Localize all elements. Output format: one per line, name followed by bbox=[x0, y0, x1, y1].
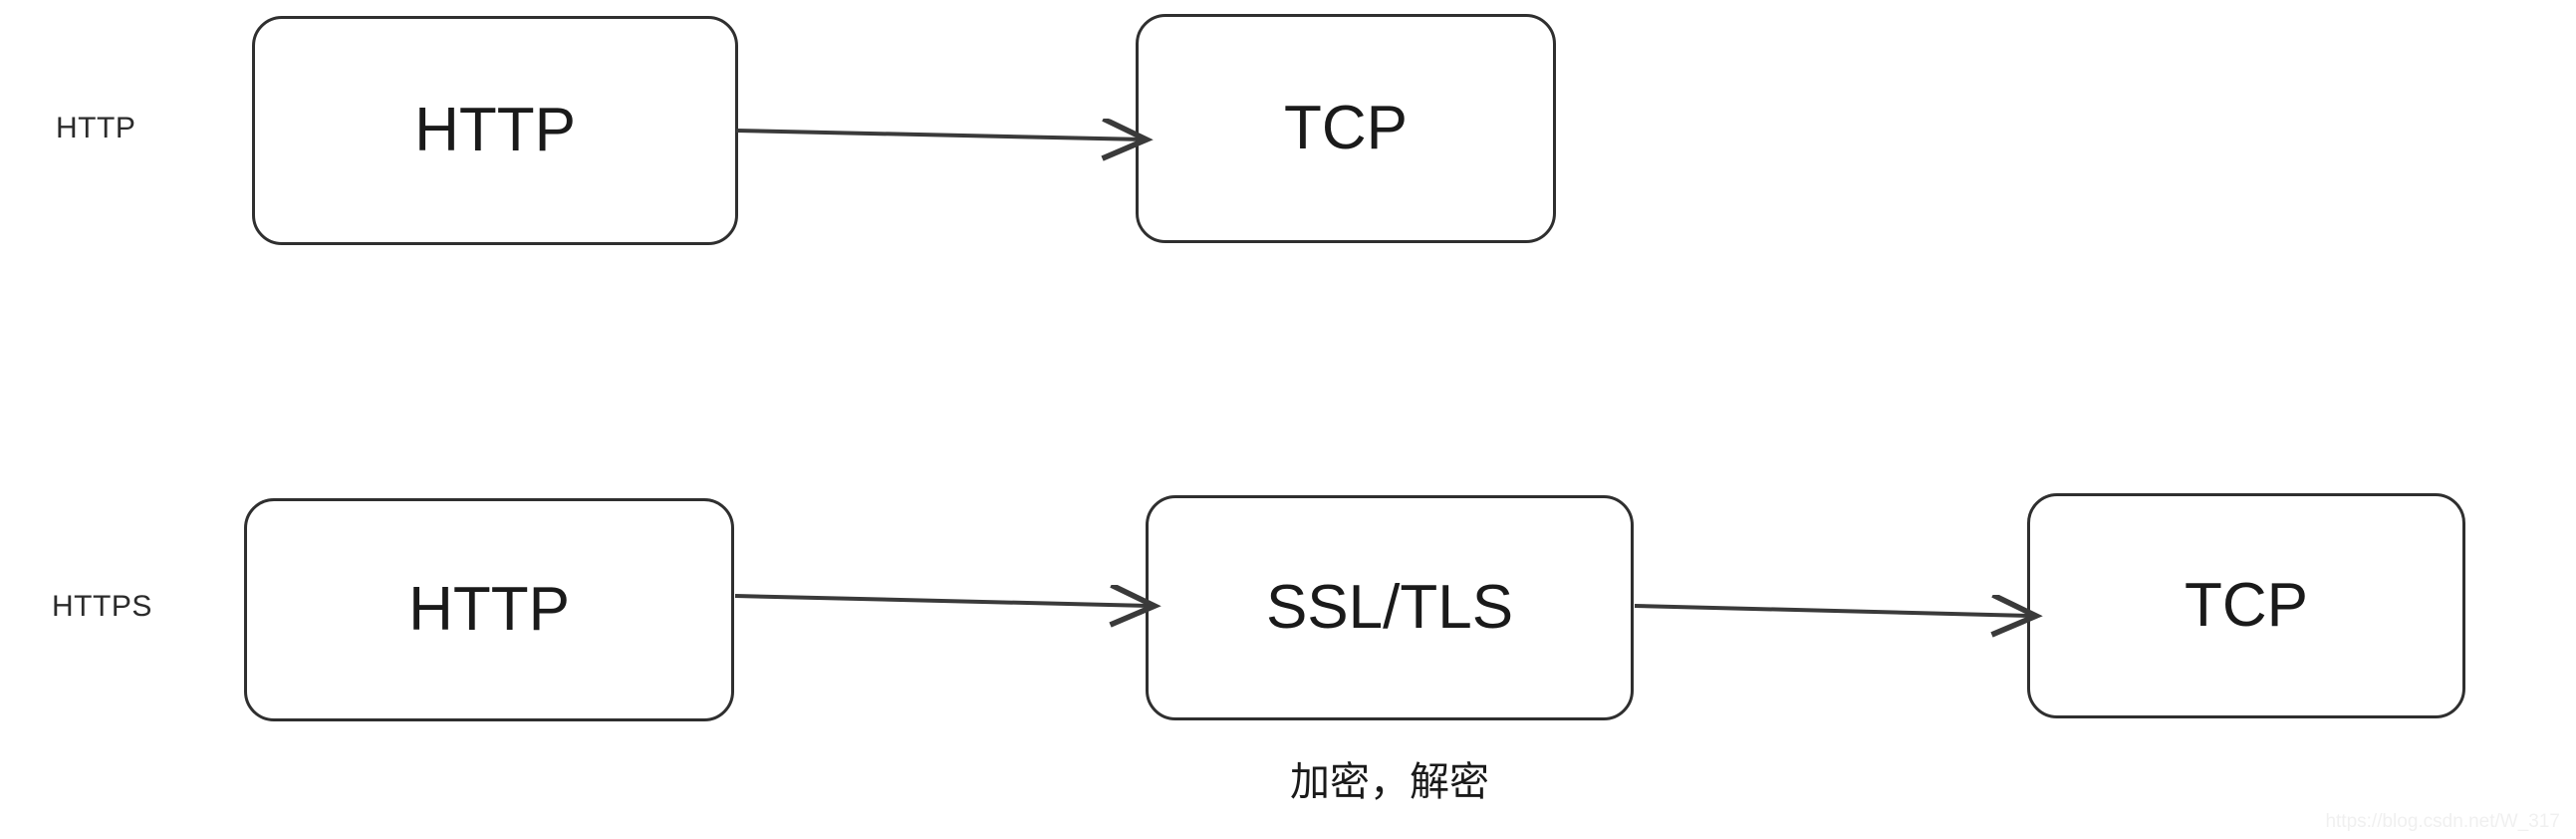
node-label-ssl-tls: SSL/TLS bbox=[1265, 573, 1514, 642]
node-label-http-top: HTTP bbox=[414, 96, 576, 164]
arrow-http-to-ssl-tls bbox=[734, 596, 1151, 606]
node-http-bottom: HTTP bbox=[244, 498, 734, 721]
node-http-top: HTTP bbox=[252, 16, 738, 245]
arrow-ssl-tls-to-tcp bbox=[1634, 606, 2032, 616]
node-tcp-top: TCP bbox=[1136, 14, 1556, 243]
source-watermark: https://blog.csdn.net/W_317 bbox=[2325, 811, 2560, 832]
row-label-https: HTTPS bbox=[52, 590, 152, 623]
node-ssl-tls: SSL/TLS bbox=[1146, 495, 1634, 720]
row-label-http: HTTP bbox=[56, 112, 136, 144]
node-label-tcp-top: TCP bbox=[1284, 94, 1408, 162]
caption-encrypt-decrypt: 加密，解密 bbox=[1290, 760, 1489, 804]
node-label-tcp-bottom: TCP bbox=[2185, 571, 2308, 640]
arrow-http-to-tcp-top bbox=[735, 131, 1143, 140]
node-label-http-bottom: HTTP bbox=[408, 575, 570, 644]
node-tcp-bottom: TCP bbox=[2027, 493, 2465, 718]
